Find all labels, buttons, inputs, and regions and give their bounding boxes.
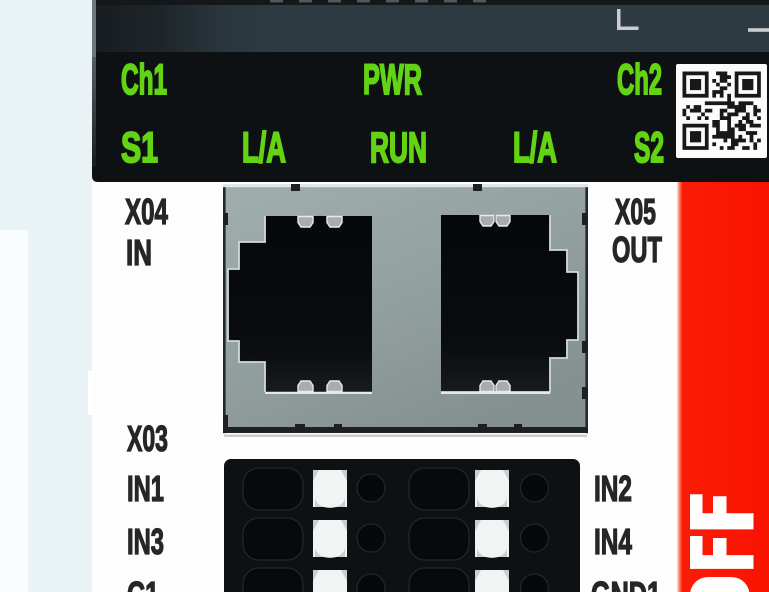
svg-text:C1: C1 (127, 574, 159, 592)
svg-text:IN3: IN3 (127, 521, 164, 562)
svg-text:IN2: IN2 (594, 468, 632, 509)
svg-text:OUT: OUT (612, 229, 662, 270)
svg-text:X04: X04 (125, 191, 168, 232)
svg-text:GND1: GND1 (591, 574, 661, 592)
svg-text:L/A: L/A (513, 125, 557, 172)
svg-text:S1: S1 (121, 125, 158, 172)
svg-text:X05: X05 (615, 191, 656, 232)
svg-text:RUN: RUN (370, 125, 427, 172)
svg-text:IN1: IN1 (127, 468, 164, 509)
svg-text:Ch2: Ch2 (617, 57, 662, 104)
svg-text:IN: IN (126, 232, 152, 273)
svg-text:L/A: L/A (242, 125, 286, 172)
svg-text:IN4: IN4 (594, 521, 632, 562)
svg-text:Ch1: Ch1 (121, 57, 167, 104)
svg-text:PWR: PWR (363, 57, 422, 104)
svg-text:X03: X03 (127, 418, 168, 459)
svg-text:S2: S2 (634, 125, 664, 172)
